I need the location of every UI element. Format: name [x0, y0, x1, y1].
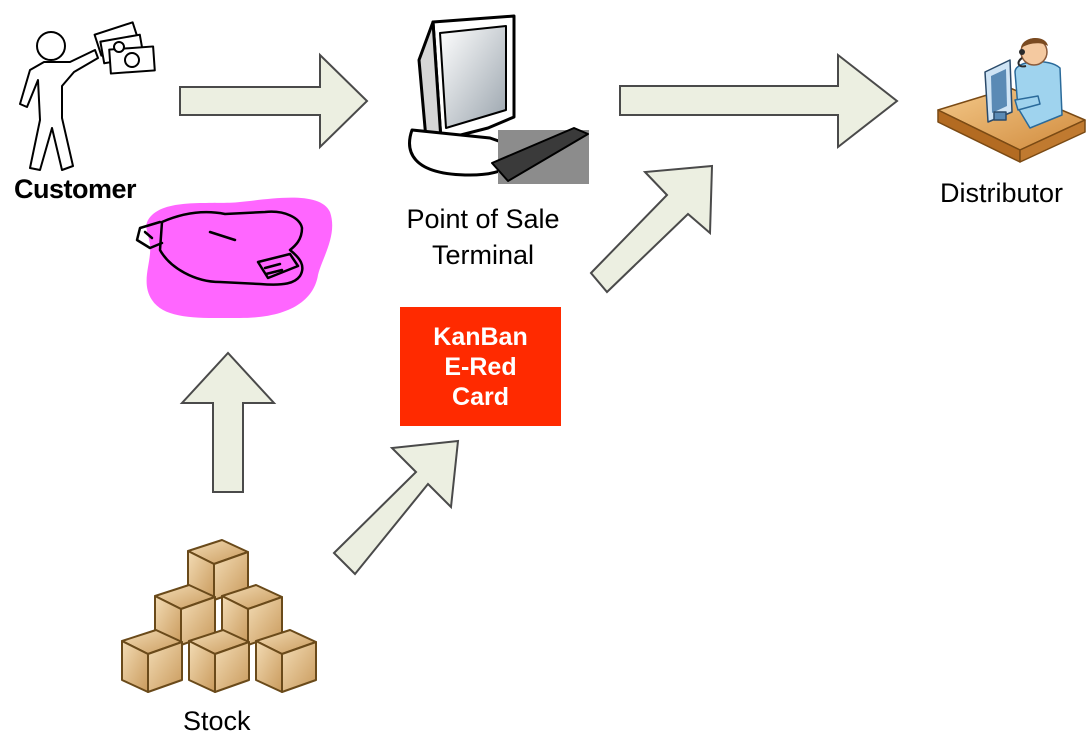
arrow-stock-to-product: [179, 351, 277, 493]
pos-label-line1: Point of Sale: [406, 204, 560, 234]
kanban-card: KanBan E-Red Card: [400, 307, 561, 426]
arrow-pos-to-distributor: [619, 52, 899, 150]
kanban-line2: E-Red: [444, 352, 517, 381]
kanban-line3: Card: [452, 382, 509, 411]
product-bag-icon: [135, 197, 333, 319]
call-center-operator-icon: [937, 37, 1086, 163]
computer-terminal-icon: [408, 14, 589, 184]
stacked-boxes-icon: [121, 539, 317, 693]
arrow-stock-to-kanban: [332, 439, 460, 576]
money-bills-icon: [93, 21, 156, 75]
pos-label: Point of Sale Terminal: [378, 201, 588, 273]
stock-label: Stock: [183, 706, 251, 736]
pos-label-line2: Terminal: [431, 240, 535, 270]
kanban-line1: KanBan: [433, 322, 528, 351]
walking-person-with-money-icon: [19, 21, 156, 171]
arrow-customer-to-pos: [179, 52, 369, 150]
customer-label: Customer: [14, 174, 137, 204]
distributor-label: Distributor: [940, 178, 1064, 208]
arrow-kanban-to-distributor: [589, 164, 714, 294]
